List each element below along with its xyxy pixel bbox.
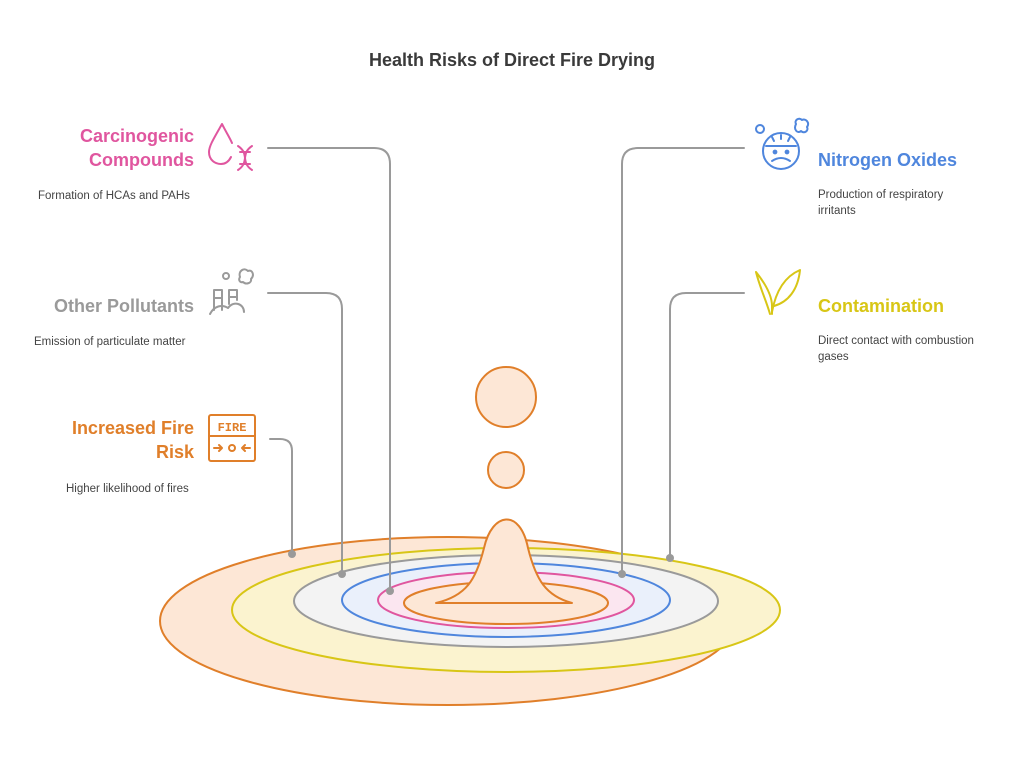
desc-line: gases	[818, 351, 849, 363]
label-contamination: Contamination	[818, 294, 944, 318]
connector-dot-carcinogenic	[386, 587, 394, 595]
connector-dot-nitrogen	[618, 570, 626, 578]
desc-other-pollutants: Emission of particulate matter	[34, 336, 186, 348]
label-line: Risk	[155, 442, 194, 462]
desc-contamination: Direct contact with combustion gases	[818, 333, 974, 365]
desc-carcinogenic-compounds: Formation of HCAs and PAHs	[38, 190, 190, 202]
label-line: Other Pollutants	[53, 296, 194, 316]
diagram-title: Health Risks of Direct Fire Drying	[368, 50, 656, 70]
splash-peak	[435, 518, 573, 604]
sick-face-icon	[755, 117, 810, 170]
label-other-pollutants: Other Pollutants	[54, 294, 194, 318]
label-line: Increased Fire	[71, 418, 194, 438]
droplet-large	[475, 366, 537, 428]
connector-dot-pollutants	[338, 570, 346, 578]
label-line: Contamination	[818, 296, 944, 316]
label-line: Carcinogenic	[79, 126, 194, 146]
factory-smoke-icon	[209, 268, 254, 315]
desc-increased-fire-risk: Higher likelihood of fires	[66, 483, 189, 495]
fire-sign-icon: FIRE	[208, 414, 256, 462]
droplet-small	[487, 451, 525, 489]
connector-fire	[269, 438, 293, 555]
label-carcinogenic-compounds: Carcinogenic Compounds	[80, 124, 194, 172]
desc-line: irritants	[818, 205, 856, 217]
label-increased-fire-risk: Increased Fire Risk	[72, 416, 194, 464]
fire-sign-text: FIRE	[218, 421, 247, 435]
desc-nitrogen-oxides: Production of respiratory irritants	[818, 187, 943, 219]
connector-dot-contamination	[666, 554, 674, 562]
desc-line: Direct contact with combustion	[818, 335, 974, 347]
connector-nitrogen	[621, 147, 745, 575]
desc-line: Production of respiratory	[818, 189, 944, 201]
connector-dot-fire	[288, 550, 296, 558]
connector-pollutants	[267, 292, 343, 575]
drop-dna-icon	[208, 123, 253, 171]
label-nitrogen-oxides: Nitrogen Oxides	[818, 148, 957, 172]
label-line: Nitrogen Oxides	[818, 150, 958, 170]
label-line: Compounds	[89, 150, 194, 170]
connector-contamination	[669, 292, 745, 559]
leaves-icon	[755, 269, 801, 315]
connector-carcinogenic	[267, 147, 391, 592]
